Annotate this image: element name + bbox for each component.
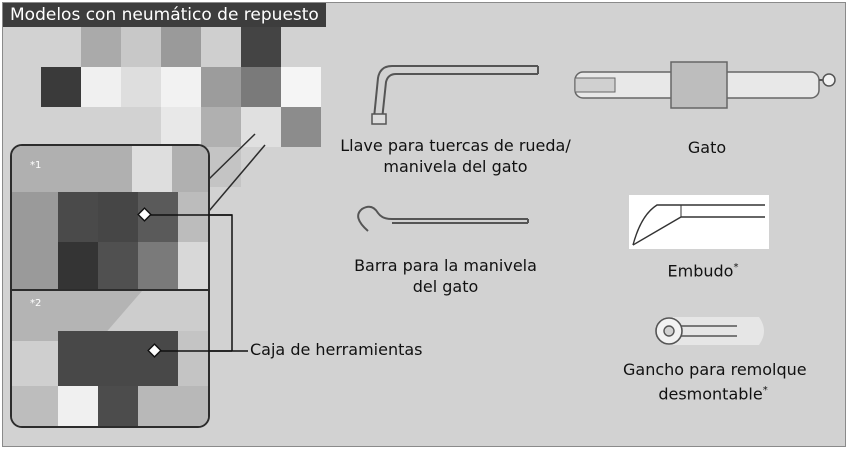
wheel-nut-wrench-caption: Llave para tuercas de rueda/ manivela de… (340, 136, 571, 176)
jack-handle-bar-caption: Barra para la manivela del gato (354, 256, 537, 296)
jack-caption: Gato (687, 138, 727, 157)
section-title: Modelos con neumático de repuesto (10, 5, 319, 25)
section-header: Modelos con neumático de repuesto (3, 3, 326, 27)
wheel-nut-wrench-icon (371, 65, 539, 125)
inset-tag-1: *1 (30, 160, 42, 171)
funnel-icon (629, 195, 769, 249)
inset-divider (12, 289, 208, 291)
funnel-caption: Embudo* (667, 261, 739, 281)
callout-pointers (137, 207, 232, 358)
jack-icon (574, 61, 836, 109)
toolbox-inset: *1 *2 (10, 144, 210, 428)
towing-hook-icon (655, 317, 764, 345)
toolbox-callout-label: Caja de herramientas (250, 340, 423, 359)
jack-handle-bar-icon (357, 205, 529, 232)
inset-tag-2: *2 (30, 298, 42, 309)
towing-hook-caption: Gancho para remolque desmontable* (623, 360, 807, 404)
